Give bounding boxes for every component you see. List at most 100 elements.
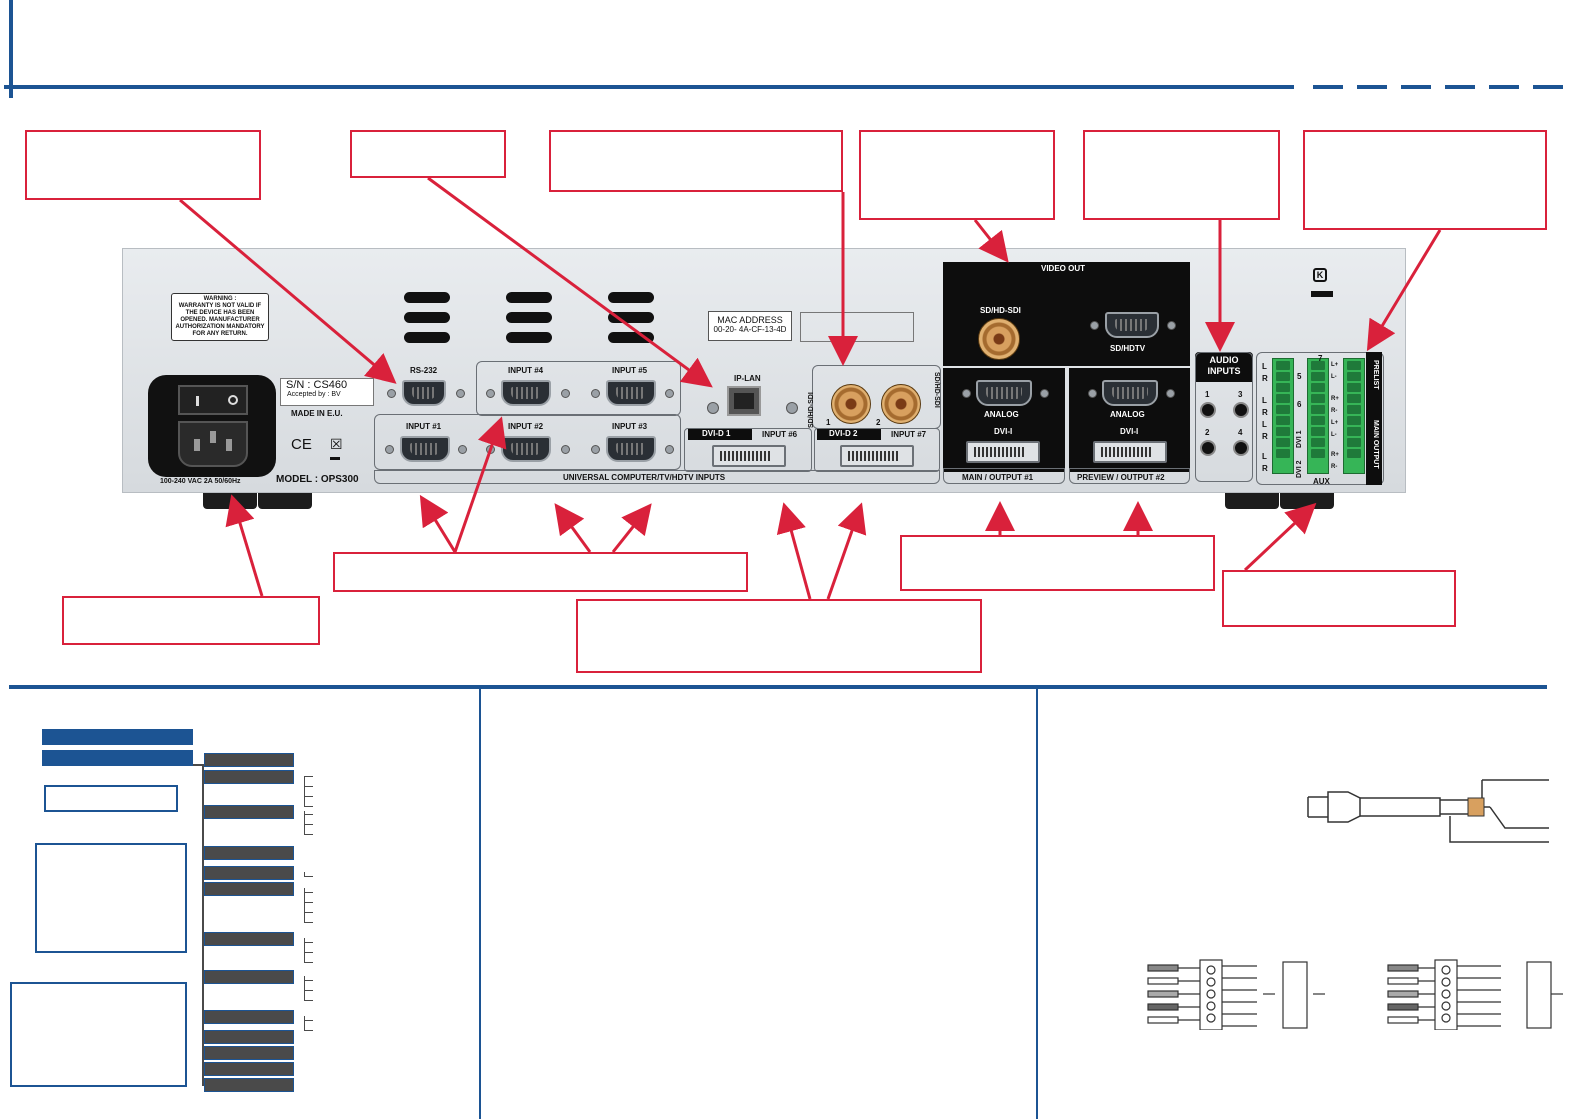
screw xyxy=(561,445,570,454)
sdi-output[interactable] xyxy=(978,318,1020,360)
kensington-slot[interactable] xyxy=(1311,291,1333,297)
menu-item-bar xyxy=(204,970,294,984)
power-switch[interactable] xyxy=(178,385,248,415)
sdi-input-1[interactable] xyxy=(831,384,871,424)
menu-sub-connector xyxy=(304,811,305,835)
header-left-rule xyxy=(9,0,13,98)
menu-subitem-tick xyxy=(305,912,313,913)
main-dvi-label: DVI-I xyxy=(994,427,1013,436)
menu-item-bar xyxy=(204,882,294,896)
column-divider-1 xyxy=(479,689,481,1119)
menu-subitem-tick xyxy=(305,902,313,903)
input3-port[interactable] xyxy=(606,436,656,462)
menu-subitem-tick xyxy=(305,922,313,923)
preview-analog-port[interactable] xyxy=(1102,380,1158,406)
jack-diagram xyxy=(1307,779,1549,843)
terminal-lr-7: R xyxy=(1262,464,1268,473)
menu-subitem-tick xyxy=(305,824,313,825)
model-label: MODEL : OPS300 xyxy=(276,474,359,485)
dvi-d1-port[interactable] xyxy=(712,445,786,467)
screw xyxy=(786,402,798,414)
callout-audio-inputs xyxy=(1083,130,1280,220)
audio-inputs-frame xyxy=(1195,352,1253,482)
arrow-dvi2 xyxy=(826,502,867,600)
callout-analog-inputs xyxy=(333,552,748,592)
menu-sub-connector xyxy=(304,872,305,877)
input1-port[interactable] xyxy=(400,436,450,462)
audio-jack-1[interactable] xyxy=(1200,402,1216,418)
device-foot xyxy=(258,493,312,509)
menu-connector xyxy=(193,764,203,766)
screw xyxy=(561,389,570,398)
terminal-block-5-6[interactable] xyxy=(1272,358,1294,474)
audio-jack-2[interactable] xyxy=(1200,440,1216,456)
audio-jack-4[interactable] xyxy=(1233,440,1249,456)
menu-subitem-tick xyxy=(305,892,313,893)
menu-subitem-tick xyxy=(305,1000,313,1001)
menu-trunk xyxy=(202,764,204,1086)
lr-5: L- xyxy=(1331,432,1337,438)
mac-value: 00-20- 4A-CF-13-4D xyxy=(713,325,787,334)
terminal-lr-2: L xyxy=(1262,396,1267,405)
inputs-1-3-group xyxy=(374,414,681,470)
lr-7: R- xyxy=(1331,464,1338,470)
header-dash xyxy=(1533,85,1563,89)
menu-subitem-tick xyxy=(305,1020,313,1021)
ip-lan-label: IP-LAN xyxy=(734,374,761,383)
header-dash xyxy=(1445,85,1475,89)
audio-num-1: 1 xyxy=(1205,390,1210,399)
callout-aux xyxy=(1222,570,1456,627)
screw xyxy=(665,445,674,454)
menu-subitem-tick xyxy=(305,806,313,807)
sd-hdtv-label: SD/HDTV xyxy=(1110,344,1146,353)
dvi-d2-port[interactable] xyxy=(840,445,914,467)
terminal-lr-1: R xyxy=(1262,374,1268,383)
menu-subitem-tick xyxy=(305,952,313,953)
vent xyxy=(506,312,552,323)
ce-mark: CE xyxy=(291,436,312,453)
audio-terminal-frame xyxy=(1256,352,1384,485)
menu-subitem-tick xyxy=(305,786,313,787)
lr-4: L+ xyxy=(1331,420,1339,426)
rs232-label: RS-232 xyxy=(410,366,438,375)
header-dash xyxy=(1313,85,1343,89)
menu-box xyxy=(10,982,187,1087)
audio-jack-3[interactable] xyxy=(1233,402,1249,418)
vent xyxy=(608,332,654,343)
input5-port[interactable] xyxy=(606,380,656,406)
terminal-block-7-aux[interactable] xyxy=(1307,358,1329,474)
callout-outputs xyxy=(900,535,1215,591)
screw xyxy=(1088,389,1097,398)
lr-0: L+ xyxy=(1331,362,1339,368)
menu-subitem-tick xyxy=(305,834,313,835)
main-analog-port[interactable] xyxy=(976,380,1032,406)
audio-inputs-header xyxy=(1195,352,1253,382)
sd-hdtv-port[interactable] xyxy=(1105,312,1159,338)
sdi-input-2[interactable] xyxy=(881,384,921,424)
rs232-port[interactable] xyxy=(402,380,446,406)
screw xyxy=(962,389,971,398)
menu-subitem-tick xyxy=(305,980,313,981)
preview-dvi-port[interactable] xyxy=(1093,441,1167,463)
menu-subitem-tick xyxy=(305,942,313,943)
main-dvi-port[interactable] xyxy=(966,441,1040,463)
vent xyxy=(404,292,450,303)
menu-header-bar xyxy=(42,729,193,745)
input4-port[interactable] xyxy=(501,380,551,406)
input3-label: INPUT #3 xyxy=(612,422,648,431)
audio-num-3: 3 xyxy=(1238,390,1243,399)
audio-num-2: 2 xyxy=(1205,428,1210,437)
iec-socket xyxy=(178,421,248,467)
inputs-4-5-group xyxy=(476,361,681,416)
terminal-num-5: 5 xyxy=(1297,372,1302,381)
terminal-wiring-2 xyxy=(1387,959,1563,1030)
arrow-input3a xyxy=(554,503,592,553)
vent xyxy=(404,312,450,323)
main-output-frame xyxy=(943,468,1065,484)
rj45-port[interactable] xyxy=(727,386,761,416)
terminal-block-main[interactable] xyxy=(1343,358,1365,474)
terminal-lr-5: R xyxy=(1262,432,1268,441)
arrow-audio-out xyxy=(1366,229,1442,352)
input2-port[interactable] xyxy=(501,436,551,462)
sdi-num-1: 1 xyxy=(826,418,831,427)
